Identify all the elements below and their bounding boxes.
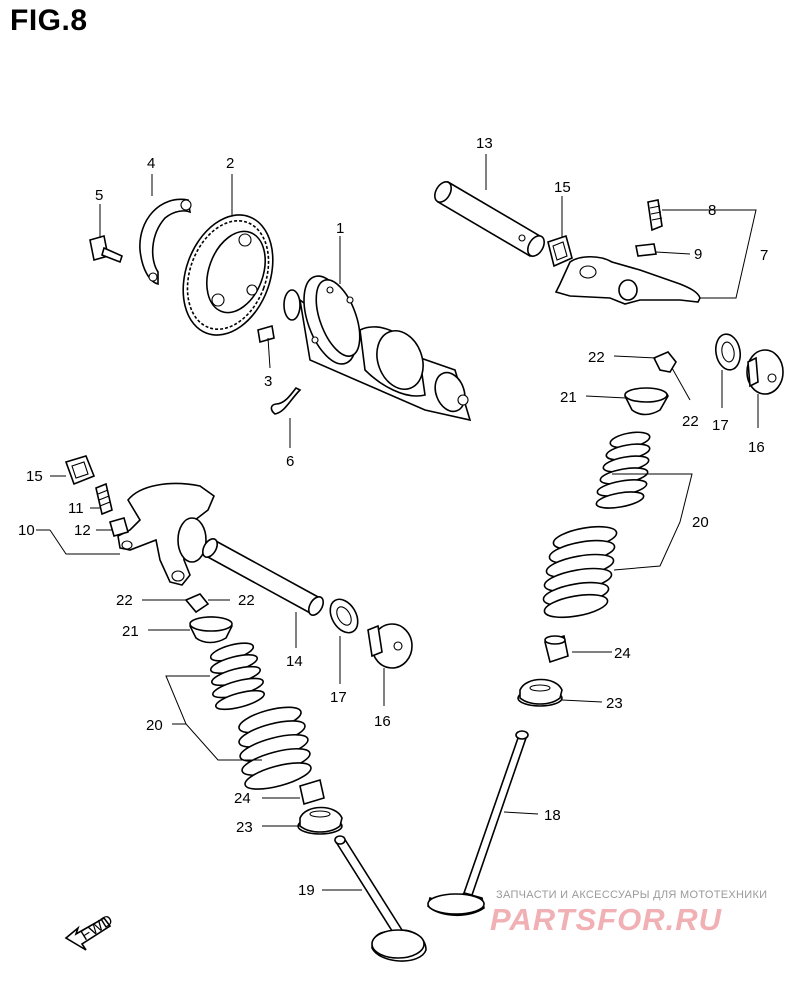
callout-21-upper: 21 xyxy=(560,389,577,406)
callout-9: 9 xyxy=(694,246,702,263)
callout-2: 2 xyxy=(226,155,234,172)
callout-4: 4 xyxy=(147,155,155,172)
rocker-shaft-upper xyxy=(434,180,545,258)
callout-14: 14 xyxy=(286,653,303,670)
tappet-cap-lower xyxy=(367,623,413,669)
rocker-arm-intake xyxy=(554,255,701,305)
callout-1: 1 xyxy=(336,220,344,237)
callout-11: 11 xyxy=(68,500,84,517)
callout-23-upper: 23 xyxy=(606,695,623,712)
callout-20-lower: 20 xyxy=(146,717,163,734)
callout-22-upper-b: 22 xyxy=(682,413,699,430)
cap-seal-lower xyxy=(329,598,359,634)
cam-sprocket xyxy=(182,214,274,336)
exhaust-valve xyxy=(427,730,529,917)
spring-seat-lower xyxy=(299,778,325,806)
callout-19: 19 xyxy=(298,882,315,899)
valve-cotter-upper xyxy=(652,351,677,373)
o-ring-lower-left xyxy=(64,455,96,486)
callout-13: 13 xyxy=(476,135,493,152)
watermark-logo: PARTSFOR.RU xyxy=(490,902,723,937)
valve-spring-outer-upper xyxy=(542,525,618,619)
callout-6: 6 xyxy=(286,453,294,470)
callout-16-lower: 16 xyxy=(374,713,391,730)
spring-retainer-upper xyxy=(624,387,669,416)
o-ring-upper xyxy=(547,234,573,268)
intake-valve xyxy=(334,835,427,962)
leader-lines xyxy=(36,154,759,891)
callout-7: 7 xyxy=(760,247,768,264)
camshaft xyxy=(283,275,472,422)
callout-22-upper-a: 22 xyxy=(588,349,605,366)
callout-18: 18 xyxy=(544,807,561,824)
callout-23-lower: 23 xyxy=(236,819,253,836)
spring-washer-lower xyxy=(297,806,343,835)
circlip xyxy=(270,386,302,415)
adjuster-screw-lower xyxy=(95,482,113,516)
callout-15-upper: 15 xyxy=(554,179,571,196)
callout-12: 12 xyxy=(74,522,91,539)
callout-20-upper: 20 xyxy=(692,514,709,531)
spring-seat-upper xyxy=(544,634,569,664)
spring-retainer-lower xyxy=(189,616,233,644)
callout-22-lower-b: 22 xyxy=(238,592,255,609)
valve-cotter-lower xyxy=(184,593,210,614)
adjuster-screw-upper xyxy=(647,199,663,232)
dowel-pin xyxy=(257,324,275,344)
rocker-shaft-lower xyxy=(201,538,325,616)
callout-5: 5 xyxy=(95,187,103,204)
callout-labels: 1 2 3 4 5 6 7 8 9 10 11 12 13 14 15 15 1… xyxy=(18,135,768,899)
valve-spring-inner-upper xyxy=(595,431,651,509)
sprocket-retainer xyxy=(139,198,192,286)
callout-3: 3 xyxy=(264,373,272,390)
lock-nut-upper xyxy=(635,243,657,257)
callout-16-upper: 16 xyxy=(748,439,765,456)
callout-21-lower: 21 xyxy=(122,623,139,640)
callout-10: 10 xyxy=(18,522,35,539)
figure-title: FIG.8 xyxy=(10,4,88,37)
callout-15-lower: 15 xyxy=(26,468,43,485)
fwd-arrow-icon xyxy=(64,916,112,951)
valve-spring-inner-lower xyxy=(209,642,266,711)
cap-seal-upper xyxy=(714,333,742,371)
callout-22-lower-a: 22 xyxy=(116,592,133,609)
watermark-tagline: ЗАПЧАСТИ И АКСЕССУАРЫ ДЛЯ МОТОТЕХНИКИ xyxy=(496,889,768,901)
fwd-label: FWD xyxy=(78,912,116,945)
callout-24-lower: 24 xyxy=(234,790,251,807)
callout-17-upper: 17 xyxy=(712,417,729,434)
tappet-cap-upper xyxy=(746,349,784,395)
callout-17-lower: 17 xyxy=(330,689,347,706)
callout-8: 8 xyxy=(708,202,716,219)
valve-spring-outer-lower xyxy=(238,706,312,790)
spring-washer-upper xyxy=(517,678,563,707)
rocker-arm-exhaust xyxy=(117,482,215,586)
callout-24-upper: 24 xyxy=(614,645,631,662)
lock-nut-lower xyxy=(109,517,129,537)
bolt xyxy=(89,234,123,264)
